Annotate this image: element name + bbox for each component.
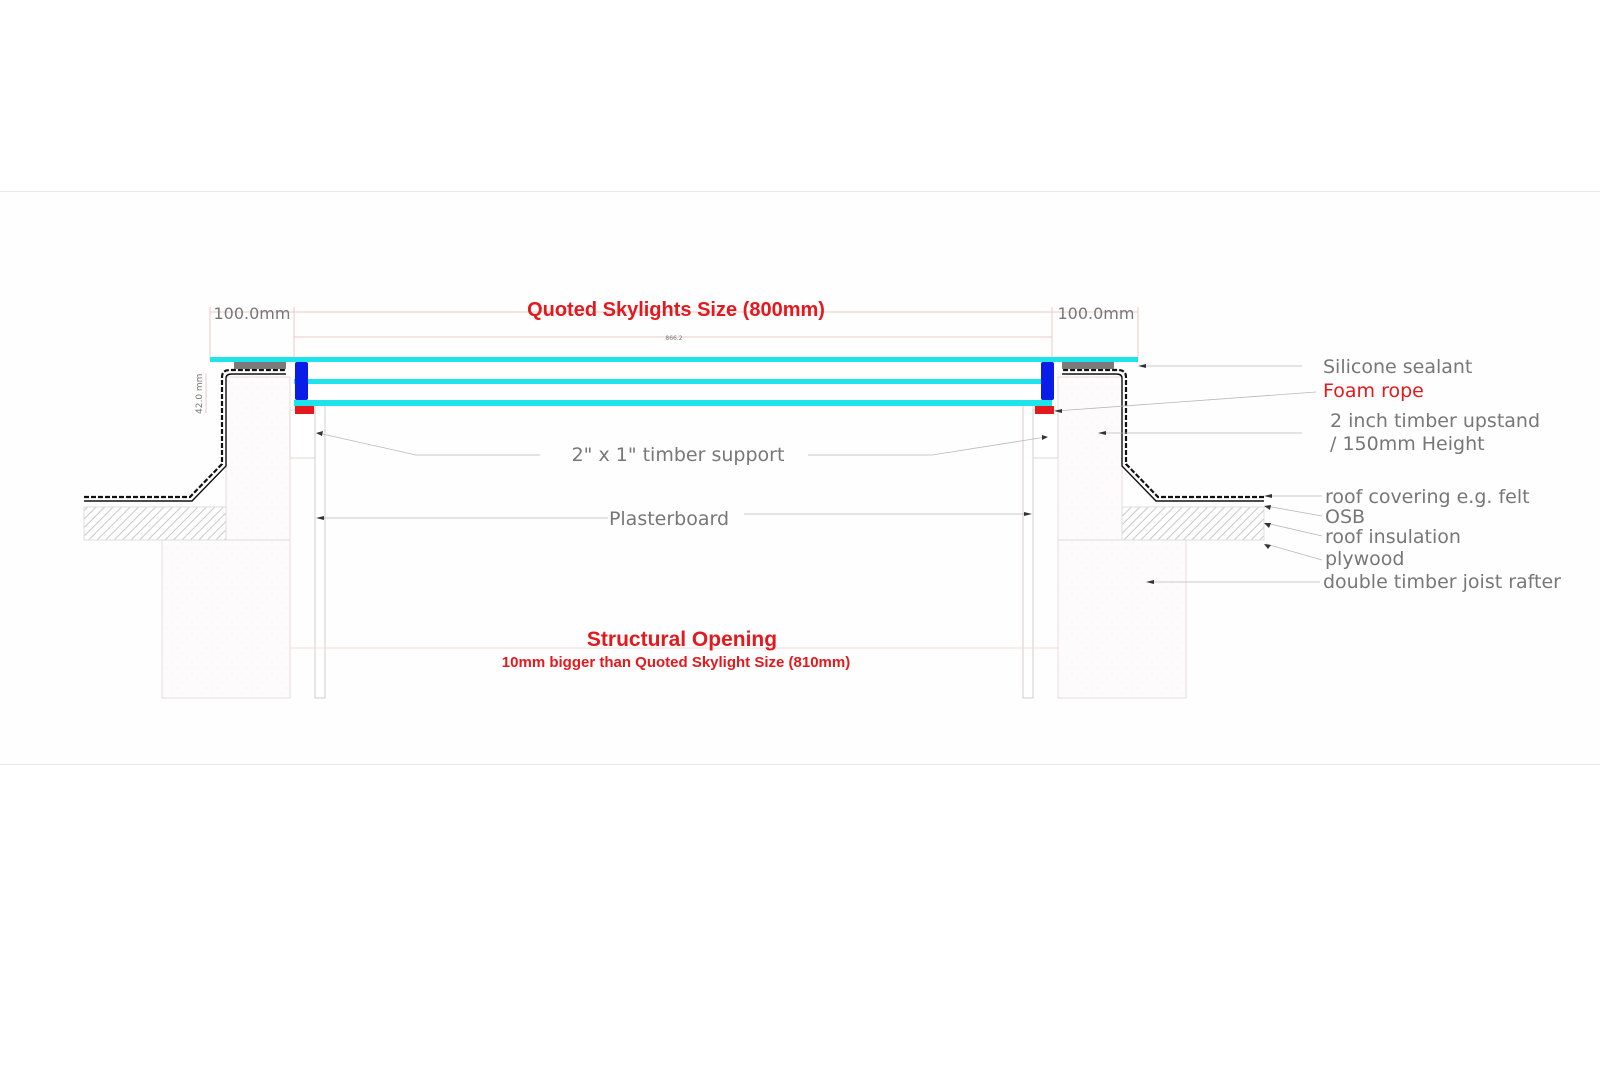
legend-timber-upstand-line2: / 150mm Height	[1330, 433, 1485, 455]
leader-arrowheads	[316, 364, 1272, 584]
glass-pane-bottom	[294, 400, 1052, 406]
glass-pane-top	[210, 357, 1138, 362]
right-joist-rafter	[1057, 539, 1187, 699]
left-roof-covering-inner	[84, 373, 286, 502]
right-roof-covering-inner	[1062, 373, 1264, 502]
left-foam-rope	[295, 406, 314, 414]
legend-osb: OSB	[1325, 506, 1365, 528]
left-structure	[83, 362, 326, 699]
glass-pane-middle	[294, 379, 1052, 384]
dimension-lines	[205, 307, 1139, 413]
legend-silicone-sealant: Silicone sealant	[1323, 356, 1472, 378]
right-dimension-label: 100.0mm	[1058, 304, 1135, 323]
structural-opening-title: Structural Opening	[587, 628, 777, 651]
leader-lines	[290, 365, 1323, 649]
plasterboard-label: Plasterboard	[609, 508, 729, 530]
left-joist-rafter	[161, 539, 291, 699]
left-roof-insulation	[83, 506, 227, 541]
legend-foam-rope: Foam rope	[1323, 380, 1424, 402]
left-seal-blue	[295, 362, 308, 400]
right-silicone-bead	[1062, 362, 1114, 369]
timber-support-label: 2" x 1" timber support	[572, 444, 785, 466]
left-plasterboard	[314, 404, 326, 699]
right-timber-upstand	[1057, 376, 1123, 541]
right-foam-rope	[1035, 406, 1054, 414]
right-plasterboard	[1022, 404, 1034, 699]
overall-dimension-label: 866.2	[665, 335, 682, 342]
legend-roof-covering: roof covering e.g. felt	[1325, 486, 1530, 508]
legend-timber-upstand-line1: 2 inch timber upstand	[1330, 410, 1540, 432]
legend-plywood: plywood	[1325, 548, 1404, 570]
left-timber-support-block	[289, 409, 316, 459]
right-seal-blue	[1041, 362, 1054, 400]
quoted-size-title: Quoted Skylights Size (800mm)	[527, 299, 825, 321]
height-dimension-label: 42.0 mm	[195, 374, 205, 414]
skylight-glazing	[210, 357, 1138, 414]
legend-roof-insulation: roof insulation	[1325, 526, 1461, 548]
left-silicone-bead	[234, 362, 286, 369]
left-timber-upstand	[225, 376, 291, 541]
right-roof-insulation	[1121, 506, 1265, 541]
right-timber-support-block	[1032, 409, 1059, 459]
right-structure	[1022, 362, 1265, 699]
legend-joist-rafter: double timber joist rafter	[1323, 571, 1561, 593]
component-legend: Silicone sealant Foam rope 2 inch timber…	[1323, 356, 1561, 593]
structural-opening-subtitle: 10mm bigger than Quoted Skylight Size (8…	[502, 654, 850, 671]
left-dimension-label: 100.0mm	[214, 304, 291, 323]
